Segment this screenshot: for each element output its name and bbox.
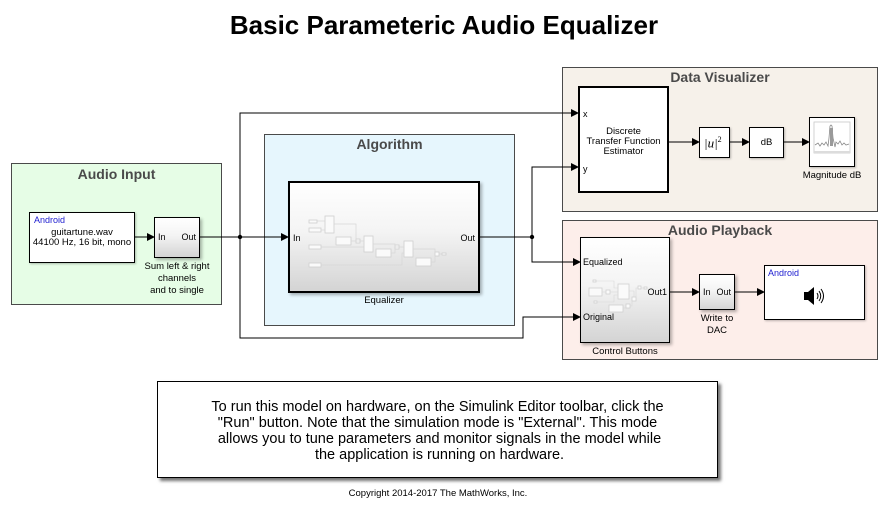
- sum-out-port: Out: [181, 232, 196, 242]
- copyright-text: Copyright 2014-2017 The MathWorks, Inc.: [348, 488, 528, 499]
- spectrum-plot-icon: [813, 121, 851, 154]
- write-to-dac-block[interactable]: In Out: [699, 274, 735, 310]
- control-buttons-subsystem-block[interactable]: Equalized Original Out1: [580, 237, 670, 343]
- equalizer-out-port: Out: [460, 233, 475, 243]
- scope-caption: Magnitude dB: [802, 170, 862, 181]
- wire-equalized-to-control: [531, 237, 581, 266]
- android-audio-sink-block[interactable]: Android: [764, 265, 865, 320]
- control-caption: Control Buttons: [592, 346, 658, 357]
- sink-header: Android: [768, 268, 800, 278]
- wire-equalized-to-y: [531, 163, 579, 237]
- db-label: dB: [760, 137, 773, 148]
- spectrum-scope-block[interactable]: [809, 117, 855, 167]
- abs-squared-block[interactable]: |u|2: [699, 127, 730, 158]
- hardware-instructions-note: To run this model on hardware, on the Si…: [157, 381, 718, 478]
- wire-original-to-control: [239, 237, 581, 339]
- db-conversion-block[interactable]: dB: [749, 127, 784, 158]
- area-title-audio-input: Audio Input: [77, 166, 156, 182]
- sum-channels-block[interactable]: In Out: [154, 217, 200, 258]
- area-title-audio-playback: Audio Playback: [667, 222, 773, 238]
- equalizer-in-port: In: [293, 233, 301, 243]
- estimator-x-port: x: [583, 109, 588, 119]
- branch-point-input: [237, 234, 243, 240]
- estimator-label: Discrete Transfer Function Estimator: [586, 126, 661, 157]
- source-header: Android: [34, 215, 66, 225]
- sum-in-port: In: [158, 232, 166, 242]
- android-audio-source-block[interactable]: Android guitartune.wav 44100 Hz, 16 bit,…: [29, 212, 135, 263]
- wire-original-to-x: [239, 109, 579, 237]
- equalizer-preview-icon: [308, 215, 447, 268]
- sum-caption: Sum left & right channels and to single: [144, 261, 210, 296]
- dac-in-port: In: [703, 287, 711, 297]
- control-equalized-port: Equalized: [583, 257, 623, 267]
- equalizer-caption: Equalizer: [364, 295, 404, 306]
- source-file: guitartune.wav: [51, 227, 113, 238]
- dac-caption: Write to DAC: [700, 313, 734, 336]
- area-title-algorithm: Algorithm: [356, 136, 423, 152]
- control-out-port: Out1: [647, 287, 667, 297]
- estimator-y-port: y: [583, 164, 588, 174]
- control-preview-icon: [588, 279, 648, 313]
- area-title-data-visualizer: Data Visualizer: [670, 69, 770, 85]
- control-original-port: Original: [583, 312, 615, 322]
- branch-point-output: [529, 234, 535, 240]
- dac-out-port: Out: [716, 287, 731, 297]
- source-format: 44100 Hz, 16 bit, mono: [32, 237, 132, 248]
- equalizer-subsystem-block[interactable]: In Out: [288, 181, 480, 293]
- transfer-function-estimator-block[interactable]: x y Discrete Transfer Function Estimator: [578, 86, 669, 193]
- abs-squared-label: |u|2: [704, 135, 722, 151]
- speaker-icon: [804, 287, 824, 305]
- model-title: Basic Parameteric Audio Equalizer: [229, 10, 659, 40]
